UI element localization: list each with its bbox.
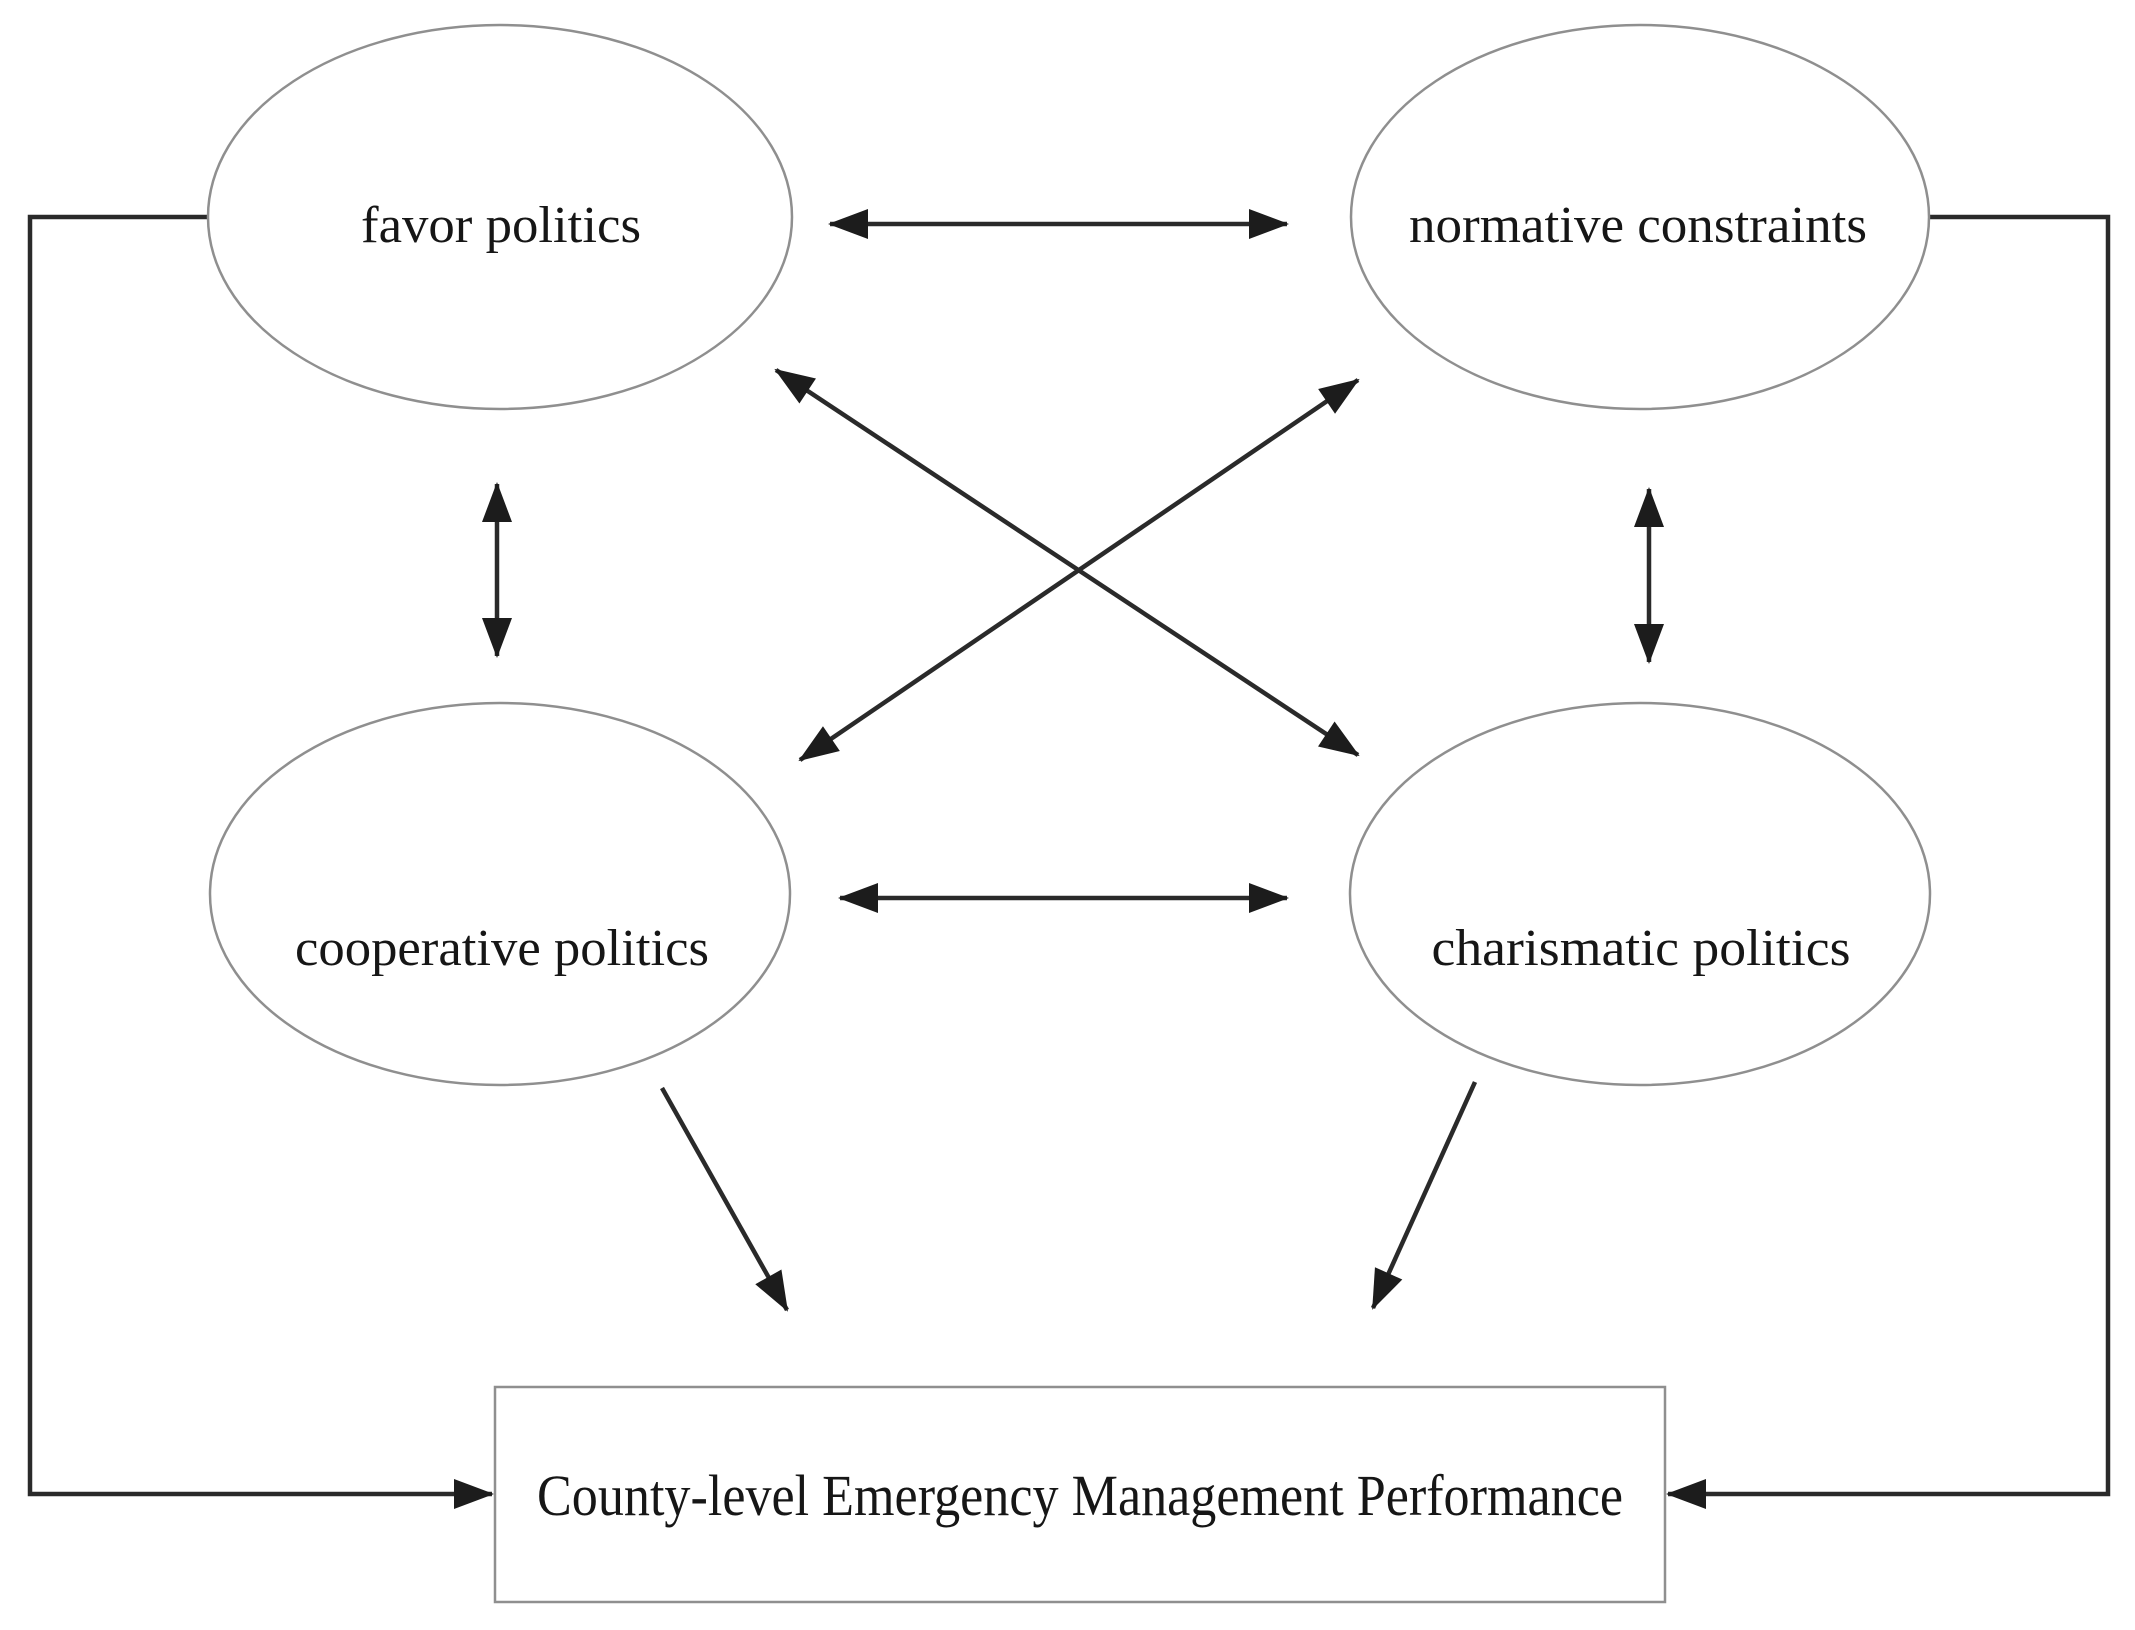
node-normative-constraints-label: normative constraints bbox=[1409, 197, 1867, 254]
node-normative-constraints-ellipse bbox=[1349, 23, 1931, 411]
edge-cooperative-performance bbox=[660, 1086, 789, 1312]
node-cooperative-politics-label: cooperative politics bbox=[295, 920, 709, 977]
edge-charismatic-performance bbox=[1370, 1081, 1478, 1310]
node-performance-label: County-level Emergency Management Perfor… bbox=[537, 1463, 1623, 1528]
edge-normative-to-performance-frame bbox=[1666, 214, 2111, 1509]
node-cooperative-politics-ellipse bbox=[208, 701, 792, 1087]
edge-favor-charismatic bbox=[774, 368, 1360, 757]
edge-favor-to-performance-frame bbox=[27, 214, 494, 1509]
node-favor-politics-label: favor politics bbox=[361, 197, 641, 254]
node-charismatic-politics-label: charismatic politics bbox=[1432, 920, 1851, 977]
node-favor-politics-ellipse bbox=[206, 23, 794, 411]
node-charismatic-politics-ellipse bbox=[1348, 701, 1932, 1087]
edge-cooperative-normative bbox=[798, 378, 1360, 762]
node-performance-box bbox=[493, 1385, 1667, 1604]
